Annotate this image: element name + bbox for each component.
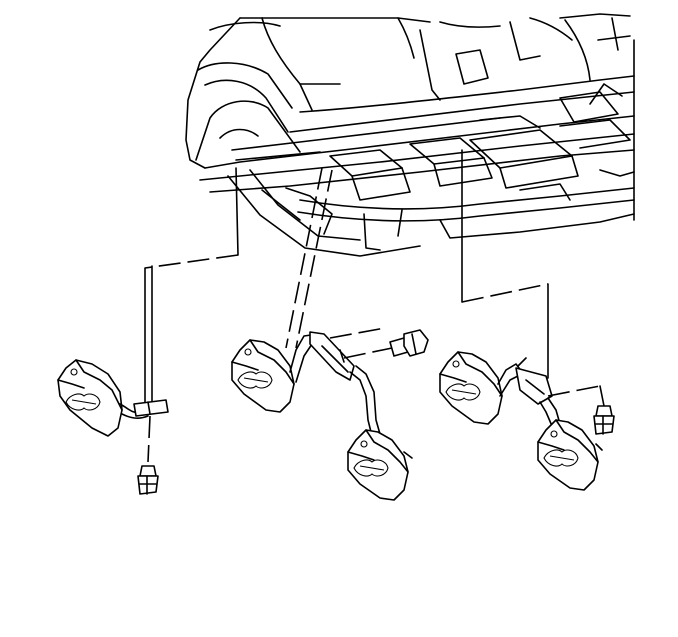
middle-bolt xyxy=(389,329,429,357)
middle-hanger-bracket xyxy=(309,331,355,381)
right-hanger-assembly xyxy=(439,351,615,491)
right-lower-rod xyxy=(539,401,553,427)
right-bolt-axis xyxy=(547,385,601,397)
middle-lower-rod xyxy=(349,371,373,437)
leader-left-solid xyxy=(235,167,239,256)
leader-middle-dash-b xyxy=(295,169,333,349)
middle-lower-insulator xyxy=(347,429,413,501)
left-hanger-assembly xyxy=(57,359,169,495)
left-hanger-bracket xyxy=(133,399,169,417)
right-upper-insulator xyxy=(439,351,503,425)
left-bolt-axis xyxy=(147,415,151,463)
right-lower-insulator xyxy=(537,419,603,491)
vehicle-underbody xyxy=(185,13,635,257)
middle-upper-insulator xyxy=(231,339,295,413)
leader-left-dash xyxy=(144,254,239,269)
left-bolt xyxy=(137,465,159,495)
leader-right-dash xyxy=(461,283,549,303)
leader-lines xyxy=(144,149,549,411)
leader-middle-dash-a xyxy=(285,167,323,349)
leader-middle-dash-c xyxy=(329,327,386,339)
middle-bolt-axis xyxy=(343,347,393,359)
left-hanger-insulator xyxy=(57,359,123,437)
right-hanger-bracket xyxy=(515,357,553,405)
middle-hanger-assembly xyxy=(231,329,429,501)
right-bolt xyxy=(593,405,615,435)
